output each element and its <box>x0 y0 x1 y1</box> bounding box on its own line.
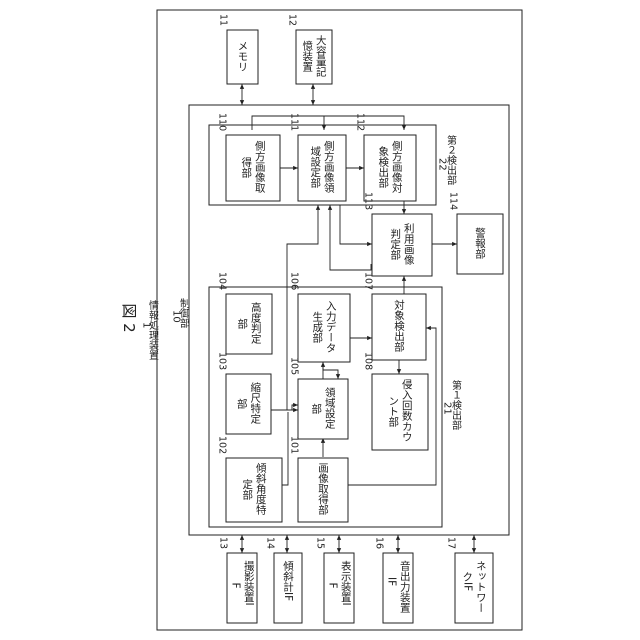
block-108: 侵入回数カウント部108 <box>363 352 429 450</box>
block-110: 側方画像取得部 110 <box>217 113 281 201</box>
block-label-111: 域設定部 <box>309 145 321 189</box>
block-label-113: 判定部 <box>389 229 401 261</box>
block-label-104: 部 <box>236 318 248 330</box>
block-label-103: 部 <box>236 398 248 410</box>
block-label-16: IF <box>385 577 397 586</box>
detector1-ref: 21 <box>442 402 453 415</box>
block-label-105: 部 <box>310 403 322 415</box>
block-114: 警報部 114 <box>448 192 504 274</box>
block-112: 側方画像対象検出部 112 <box>355 113 417 201</box>
block-label-102: 傾斜角度特 <box>255 462 267 515</box>
block-ref-103: 103 <box>217 352 228 370</box>
block-label-105: 領域設定 <box>324 386 336 430</box>
block-107: 対象検出部 107 <box>363 272 427 360</box>
block-102: 傾斜角度特定部 102 <box>217 436 283 522</box>
block-label-108: ント部 <box>387 396 399 428</box>
block-ref-12: 12 <box>287 14 298 26</box>
block-label-13: F <box>229 583 241 589</box>
block-label-114: 警報部 <box>474 227 486 260</box>
block-ref-112: 112 <box>355 113 366 131</box>
block-104: 高度判定部 104 <box>217 272 273 354</box>
detector2-ref: 22 <box>437 158 448 171</box>
block-label-14: 傾斜計IF <box>282 560 294 601</box>
block-label-102: 定部 <box>241 478 253 501</box>
block-106: 入力データ生成部 106 <box>289 272 351 362</box>
block-label-12: 憶装置 <box>301 40 313 72</box>
block-label-11: メモリ <box>237 41 249 73</box>
block-label-106: 生成部 <box>311 311 323 344</box>
block-label-113: 利用画像 <box>403 223 415 265</box>
block-13: 撮影装置IF 13 <box>218 537 258 623</box>
block-label-108: 侵入回数カウ <box>401 379 413 442</box>
block-ref-111: 111 <box>289 113 300 131</box>
figure-title: 図 2 <box>120 303 138 332</box>
block-ref-16: 16 <box>374 537 385 549</box>
block-label-101: 画像取得部 <box>317 463 329 516</box>
block-111: 側方画像領域設定部 111 <box>289 113 347 201</box>
block-label-103: 縮尺特定 <box>249 381 261 425</box>
block-label-104: 高度判定 <box>250 301 262 345</box>
block-ref-104: 104 <box>217 272 228 290</box>
block-17: ネットワークIF 17 <box>446 537 494 623</box>
block-label-112: 側方画像対 <box>391 140 403 193</box>
block-label-17: ネットワー <box>475 561 487 614</box>
block-ref-13: 13 <box>218 537 229 549</box>
block-ref-107: 107 <box>363 272 374 290</box>
block-label-15: F <box>326 583 338 589</box>
control-ref: 10 <box>171 310 182 323</box>
block-label-12: 大容量記 <box>315 34 327 78</box>
block-ref-110: 110 <box>217 113 228 131</box>
block-ref-17: 17 <box>446 537 457 549</box>
block-label-110: 側方画像取 <box>254 140 266 194</box>
block-105: 領域設定部105 <box>289 357 349 439</box>
block-label-17: クIF <box>461 572 473 592</box>
block-ref-114: 114 <box>448 192 459 210</box>
block-ref-106: 106 <box>289 272 300 290</box>
block-label-15: 表示装置I <box>340 560 352 606</box>
block-ref-102: 102 <box>217 436 228 454</box>
block-ref-15: 15 <box>315 537 326 549</box>
block-label-111: 側方画像領 <box>323 140 335 194</box>
device-ref: 1 <box>141 322 152 328</box>
block-101: 画像取得部101 <box>289 436 349 522</box>
block-ref-11: 11 <box>218 14 229 26</box>
block-11: メモリ 11 <box>218 14 259 84</box>
block-label-107: 対象検出部 <box>393 299 405 353</box>
block-label-13: 撮影装置I <box>243 560 255 606</box>
block-label-16: 音出力装置 <box>399 560 411 613</box>
block-103: 縮尺特定部 103 <box>217 352 272 434</box>
block-label-110: 得部 <box>240 157 252 179</box>
block-ref-14: 14 <box>265 537 276 549</box>
block-ref-113: 113 <box>363 192 374 210</box>
block-label-112: 象検出部 <box>377 146 389 189</box>
block-12: 大容量記憶装置 12 <box>287 14 333 84</box>
block-label-106: 入力データ <box>325 301 337 354</box>
block-16: 音出力装置IF 16 <box>374 537 414 623</box>
device-label: 情報処理装置 <box>147 299 159 360</box>
block-15: 表示装置IF 15 <box>315 537 355 623</box>
block-14: 傾斜計IF 14 <box>265 537 303 623</box>
